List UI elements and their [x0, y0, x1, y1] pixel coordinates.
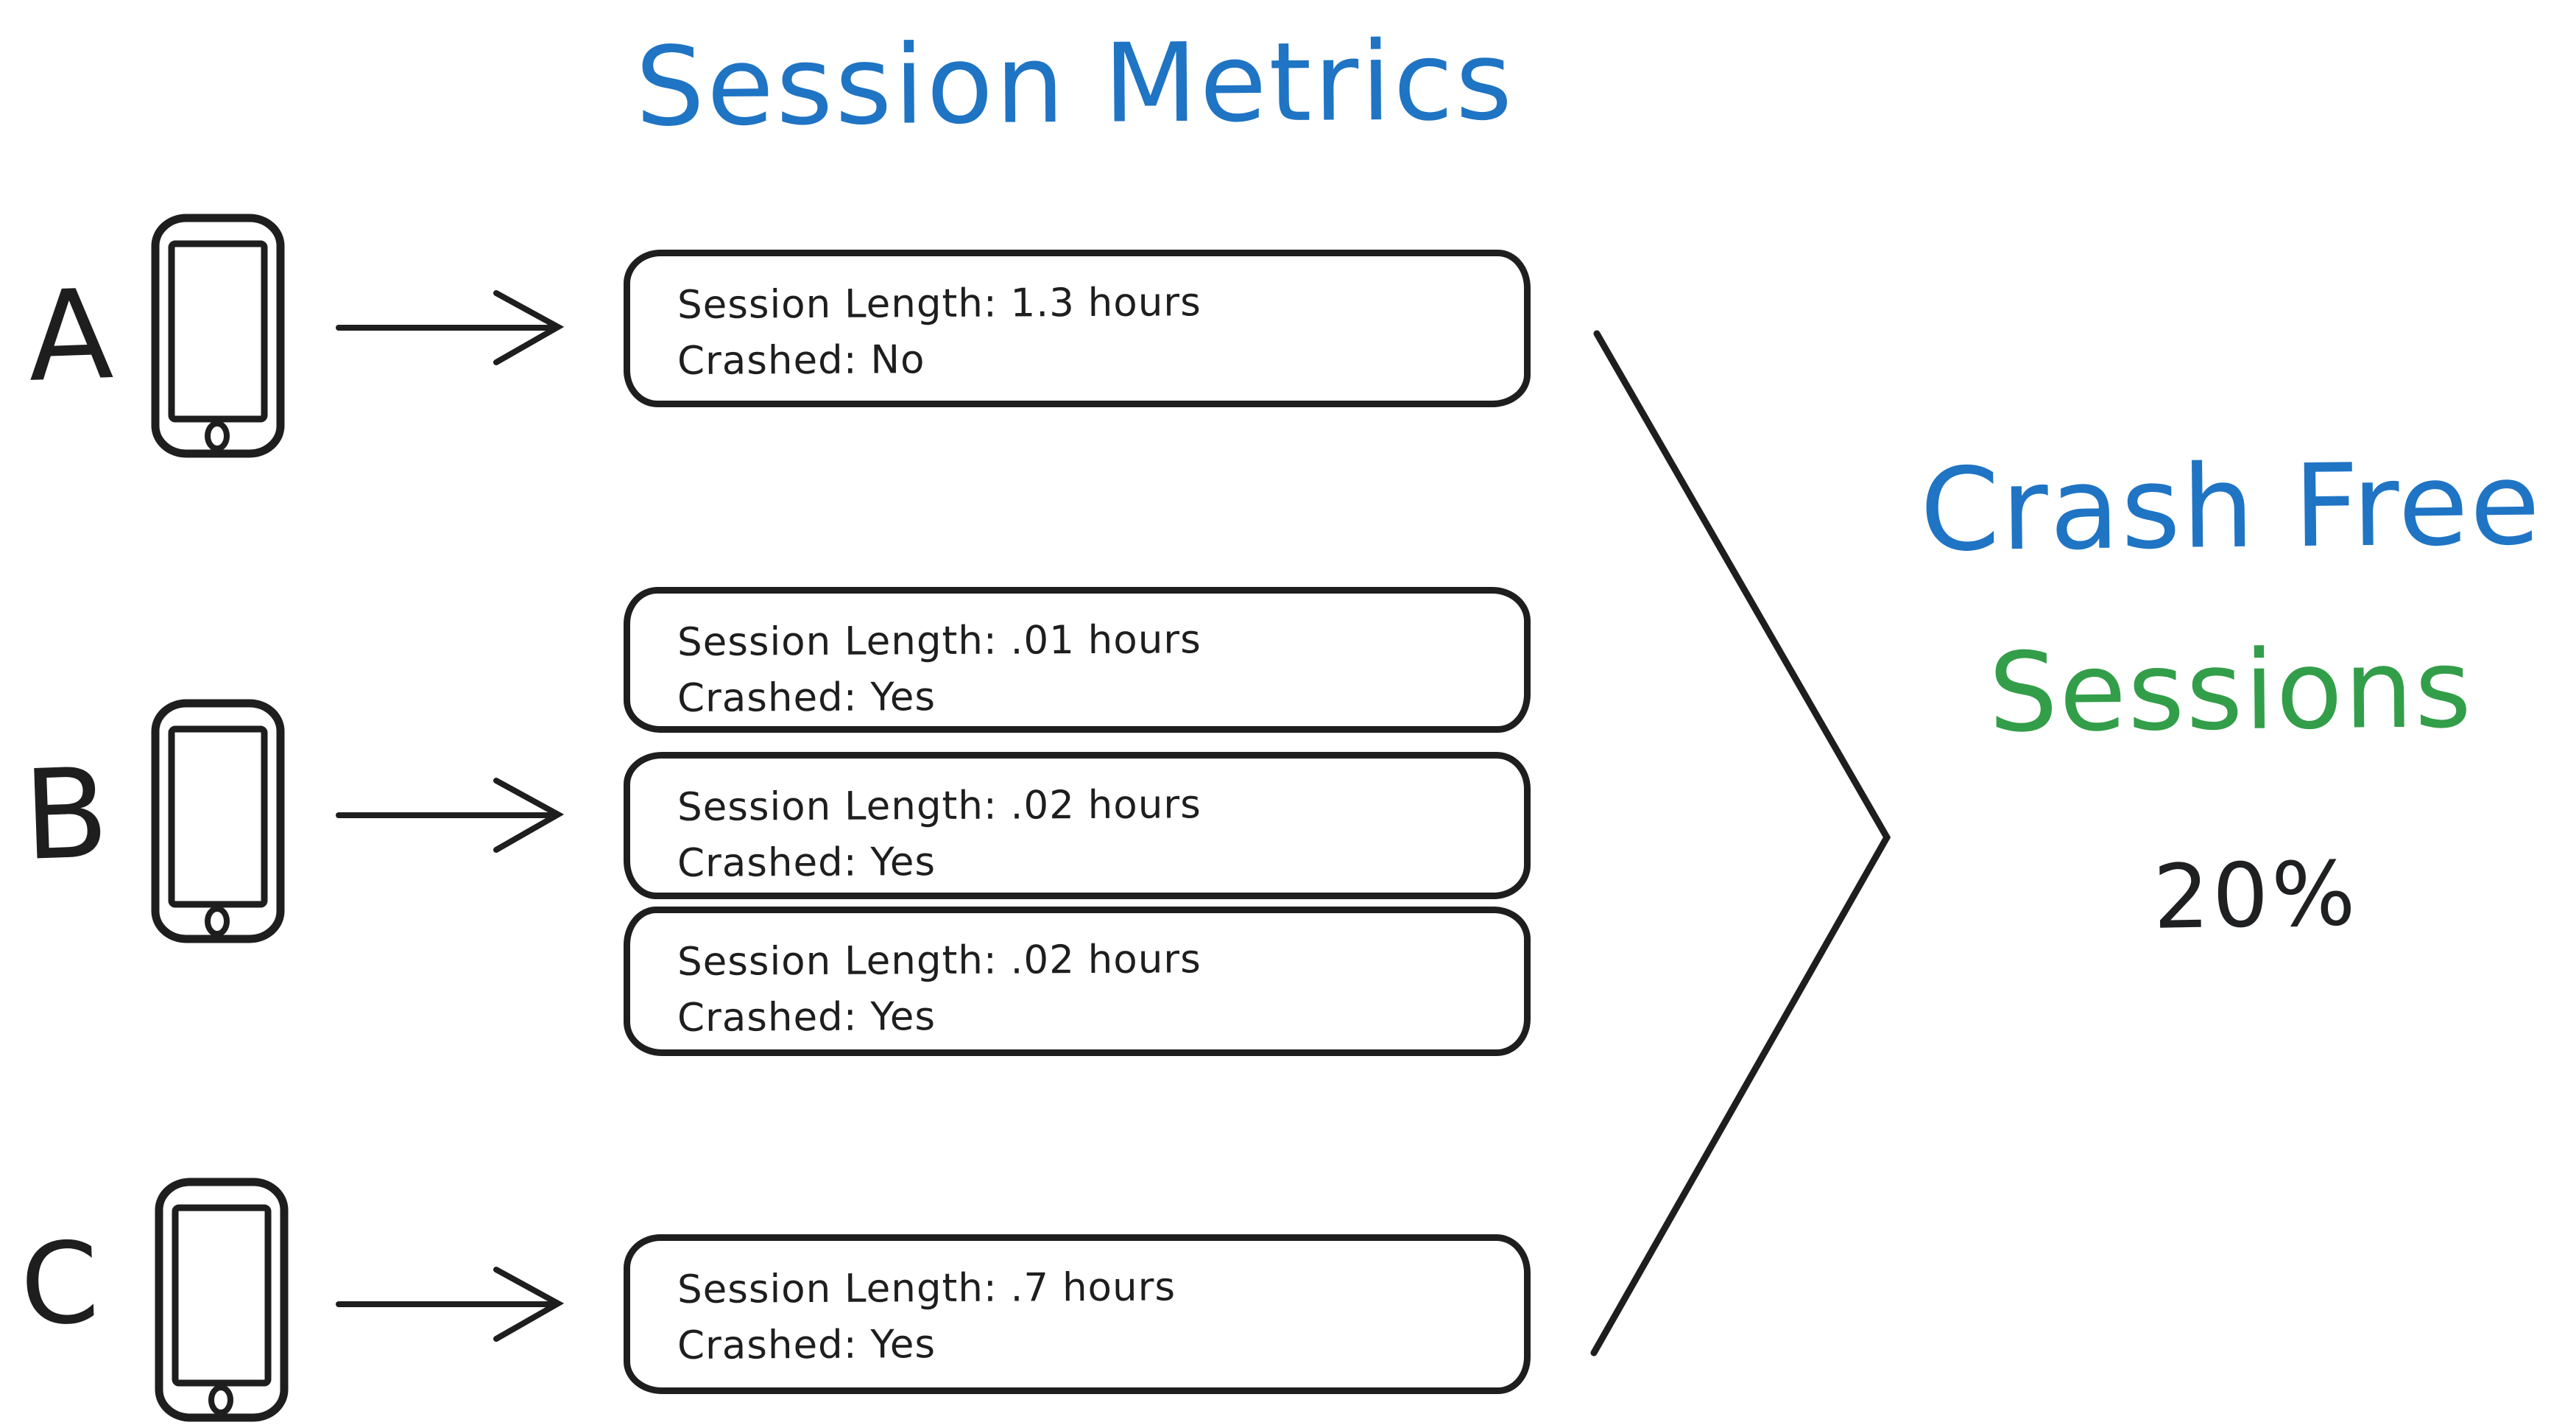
- phone-icon: [149, 697, 289, 947]
- session-length-text: Session Length: .02 hours: [677, 937, 1201, 985]
- session-box-b1: Session Length: .01 hours Crashed: Yes: [624, 587, 1531, 733]
- phone-icon: [152, 1175, 292, 1425]
- session-box-b3: Session Length: .02 hours Crashed: Yes: [624, 907, 1531, 1056]
- phone-icon: [149, 211, 289, 462]
- convergence-chevron-icon: [1590, 330, 1891, 1357]
- crashed-text: Crashed: Yes: [677, 675, 936, 721]
- result-title-line2: Sessions: [1988, 625, 2474, 756]
- session-box-b2: Session Length: .02 hours Crashed: Yes: [624, 752, 1531, 899]
- arrow-icon: [333, 280, 576, 376]
- session-box-a: Session Length: 1.3 hours Crashed: No: [624, 250, 1531, 407]
- session-length-text: Session Length: .01 hours: [677, 617, 1201, 665]
- session-length-text: Session Length: .7 hours: [677, 1264, 1176, 1312]
- crashed-text: Crashed: No: [677, 337, 925, 384]
- result-percentage: 20%: [2152, 842, 2360, 949]
- arrow-icon: [333, 767, 576, 863]
- crashed-text: Crashed: Yes: [677, 1322, 936, 1368]
- device-label-c: C: [18, 1217, 102, 1351]
- session-box-c: Session Length: .7 hours Crashed: Yes: [624, 1234, 1531, 1394]
- device-label-a: A: [25, 262, 116, 409]
- crashed-text: Crashed: Yes: [677, 840, 936, 886]
- device-label-b: B: [21, 741, 111, 888]
- result-title-line1: Crash Free: [1919, 437, 2542, 577]
- session-length-text: Session Length: .02 hours: [677, 782, 1201, 830]
- crashed-text: Crashed: Yes: [677, 994, 936, 1041]
- page-title: Session Metrics: [635, 17, 1515, 151]
- session-length-text: Session Length: 1.3 hours: [677, 280, 1201, 328]
- arrow-icon: [333, 1256, 576, 1352]
